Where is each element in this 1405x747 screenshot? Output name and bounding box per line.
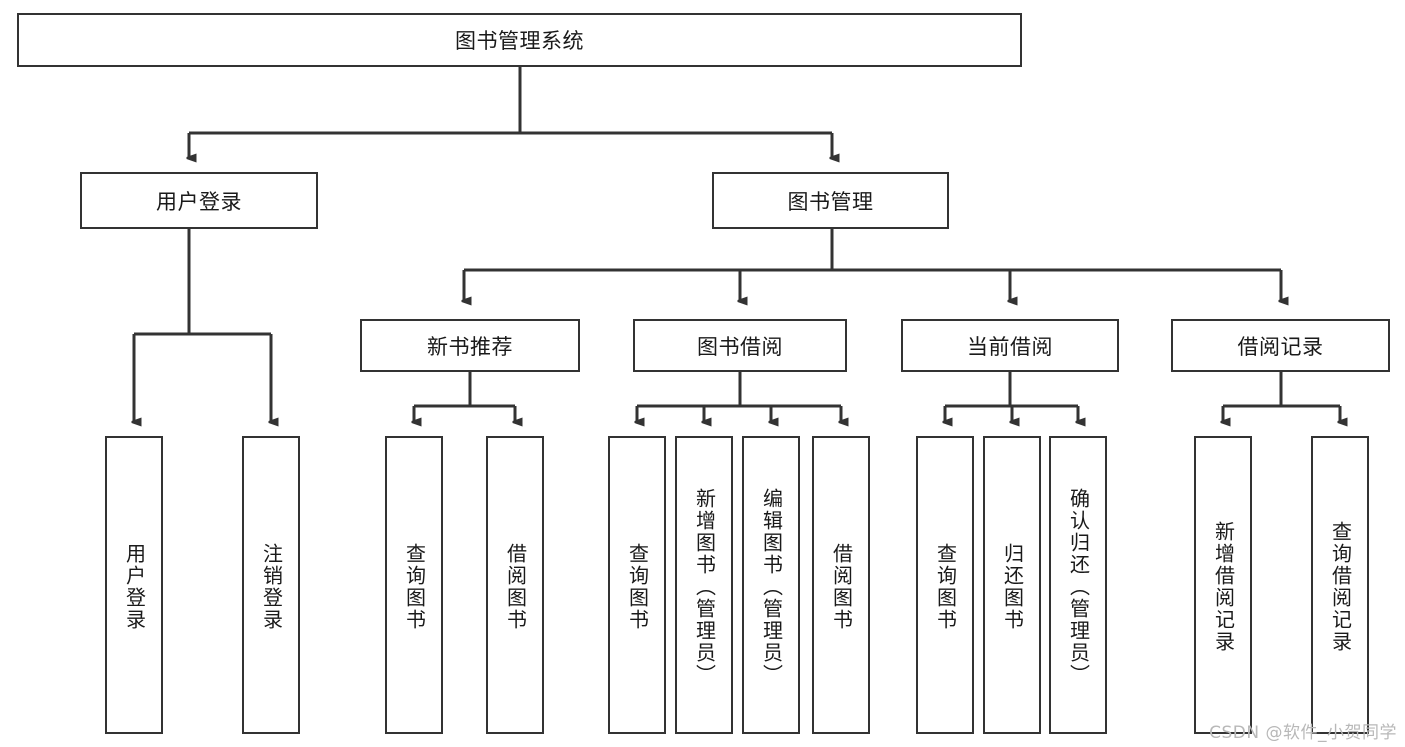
node-label: 图书借阅 bbox=[697, 334, 783, 359]
node-label: 查询图书 bbox=[933, 543, 958, 631]
leaf-current-confirm-return[interactable]: 确认归还（管理员） bbox=[1049, 436, 1107, 734]
node-root-system[interactable]: 图书管理系统 bbox=[17, 13, 1022, 67]
node-label: 新书推荐 bbox=[427, 334, 513, 359]
leaf-recommend-query-book[interactable]: 查询图书 bbox=[385, 436, 443, 734]
node-label: 注销登录 bbox=[259, 543, 284, 631]
node-label: 用户登录 bbox=[156, 189, 242, 214]
node-new-book-recommend[interactable]: 新书推荐 bbox=[360, 319, 580, 372]
node-label: 编辑图书（管理员） bbox=[759, 488, 784, 686]
node-book-management[interactable]: 图书管理 bbox=[712, 172, 949, 229]
leaf-borrow-add-book[interactable]: 新增图书（管理员） bbox=[675, 436, 733, 734]
leaf-current-query-book[interactable]: 查询图书 bbox=[916, 436, 974, 734]
node-label: 图书管理系统 bbox=[455, 29, 584, 53]
node-borrow-record[interactable]: 借阅记录 bbox=[1171, 319, 1390, 372]
node-label: 新增图书（管理员） bbox=[692, 488, 717, 686]
leaf-recommend-borrow-book[interactable]: 借阅图书 bbox=[486, 436, 544, 734]
node-label: 借阅记录 bbox=[1237, 334, 1324, 359]
node-label: 用户登录 bbox=[122, 543, 147, 631]
node-label: 当前借阅 bbox=[967, 334, 1053, 359]
node-label: 图书管理 bbox=[787, 189, 874, 214]
node-label: 查询图书 bbox=[625, 543, 650, 631]
node-label: 新增借阅记录 bbox=[1211, 521, 1236, 653]
node-label: 查询图书 bbox=[402, 543, 427, 631]
leaf-user-login-signout[interactable]: 注销登录 bbox=[242, 436, 300, 734]
leaf-record-add-record[interactable]: 新增借阅记录 bbox=[1194, 436, 1252, 734]
node-current-borrow[interactable]: 当前借阅 bbox=[901, 319, 1119, 372]
leaf-user-login-signin[interactable]: 用户登录 bbox=[105, 436, 163, 734]
node-label: 确认归还（管理员） bbox=[1066, 488, 1091, 686]
node-user-login[interactable]: 用户登录 bbox=[80, 172, 318, 229]
leaf-borrow-query-book[interactable]: 查询图书 bbox=[608, 436, 666, 734]
node-label: 查询借阅记录 bbox=[1328, 521, 1353, 653]
node-label: 归还图书 bbox=[1000, 543, 1025, 631]
leaf-borrow-edit-book[interactable]: 编辑图书（管理员） bbox=[742, 436, 800, 734]
node-book-borrow[interactable]: 图书借阅 bbox=[633, 319, 847, 372]
leaf-borrow-borrow-book[interactable]: 借阅图书 bbox=[812, 436, 870, 734]
node-label: 借阅图书 bbox=[503, 543, 528, 631]
leaf-current-return-book[interactable]: 归还图书 bbox=[983, 436, 1041, 734]
node-label: 借阅图书 bbox=[829, 543, 854, 631]
leaf-record-query-record[interactable]: 查询借阅记录 bbox=[1311, 436, 1369, 734]
